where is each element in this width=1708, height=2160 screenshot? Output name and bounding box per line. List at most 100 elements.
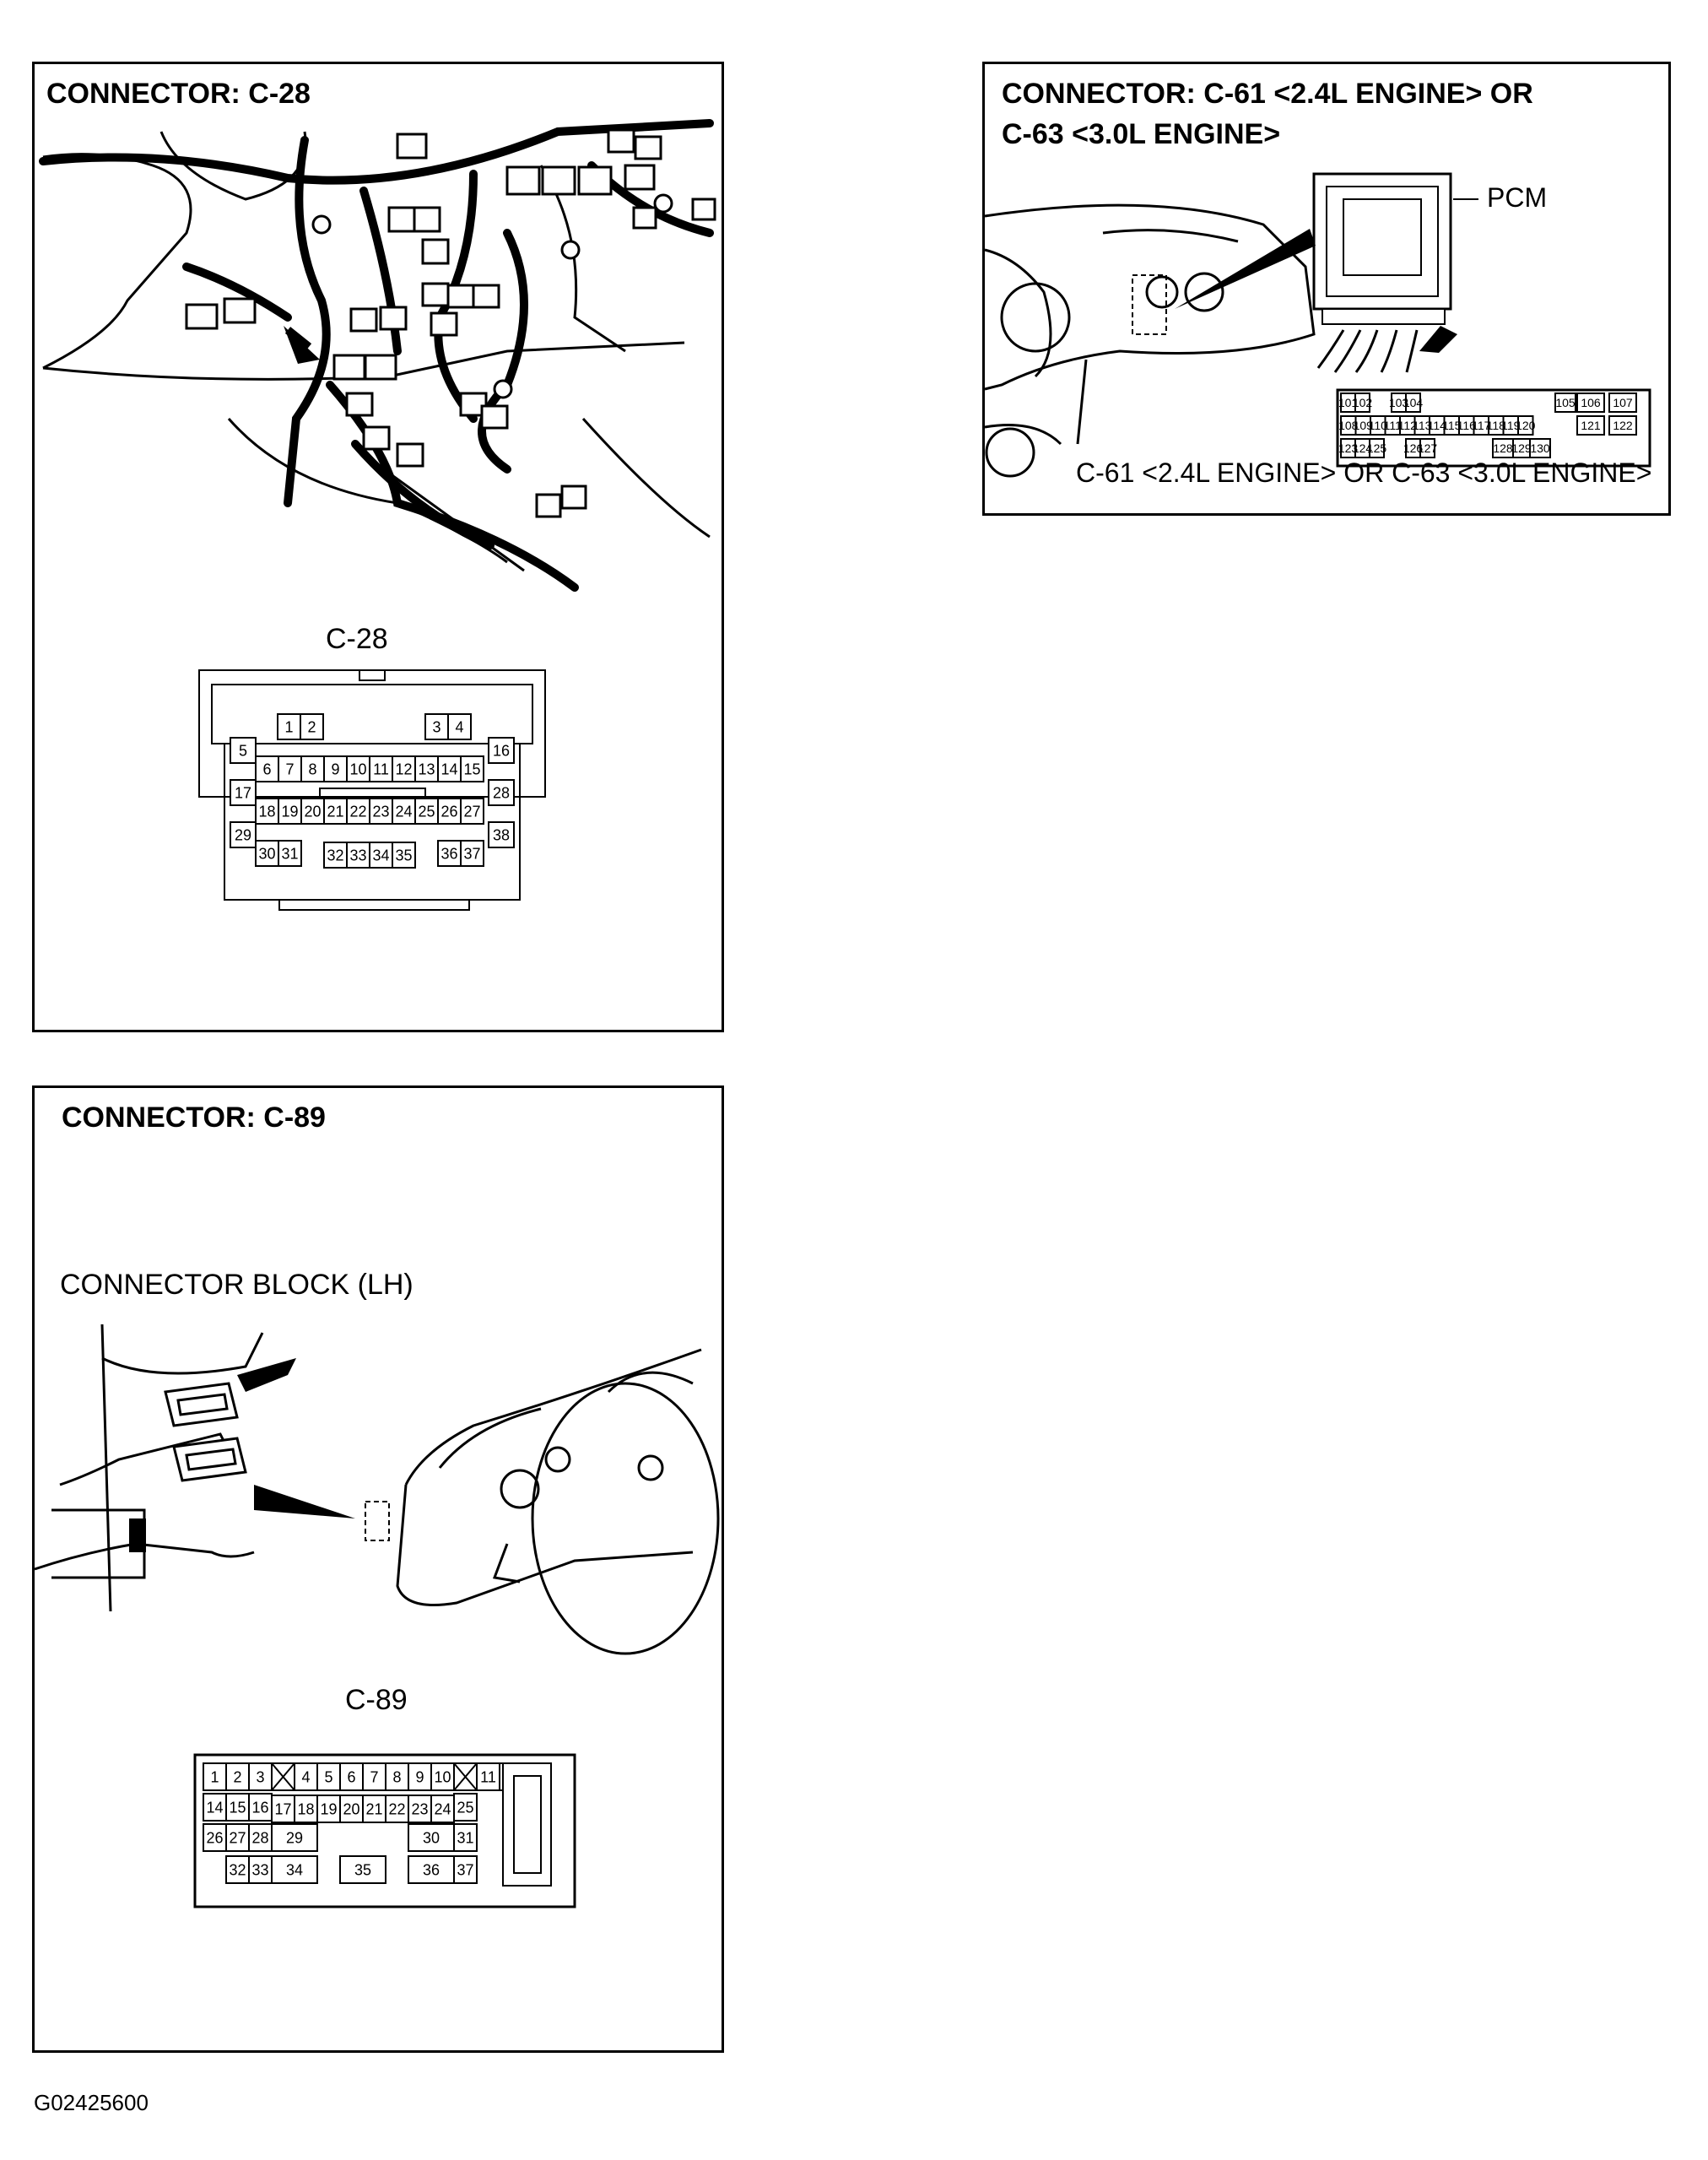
pin-cell — [203, 1793, 227, 1822]
pin-label: 35 — [354, 1861, 371, 1878]
pin-cell — [369, 842, 393, 869]
pin-label: 128 — [1493, 441, 1513, 455]
c61-title-line2: C-63 <3.0L ENGINE> — [1002, 118, 1281, 150]
c89-face-label: C-89 — [345, 1684, 408, 1716]
pin-label: 29 — [235, 826, 251, 843]
pin-cell — [460, 755, 484, 782]
pin-label: 27 — [229, 1829, 246, 1846]
pin-label: 19 — [281, 803, 298, 820]
pin-label: 115 — [1442, 419, 1462, 432]
pin-label: 20 — [343, 1800, 359, 1817]
pin-cell — [346, 798, 370, 825]
pin-cell — [300, 713, 324, 740]
pin-cell — [392, 798, 416, 825]
pin-cell — [1529, 438, 1551, 458]
pin-cell — [1369, 438, 1385, 458]
pin-label: 34 — [372, 847, 389, 863]
pin-label: 13 — [418, 761, 435, 777]
pin-label: 31 — [281, 845, 298, 862]
pin-label: 22 — [349, 803, 366, 820]
pin-label: 107 — [1613, 396, 1633, 409]
pin-label: 120 — [1516, 419, 1536, 432]
pin-label: 103 — [1389, 396, 1409, 409]
pin-cell — [447, 713, 472, 740]
pin-label: 112 — [1398, 419, 1418, 432]
pin-label: 119 — [1501, 419, 1521, 432]
pin-label: 33 — [251, 1861, 268, 1878]
pin-label: 106 — [1581, 396, 1601, 409]
c89-title: CONNECTOR: C-89 — [62, 1102, 326, 1134]
pin-cell — [424, 713, 449, 740]
pin-label: 101 — [1338, 396, 1359, 409]
pin-label: 2 — [233, 1768, 241, 1785]
pin-label: 121 — [1581, 419, 1601, 432]
pin-cell — [408, 1855, 455, 1884]
figure-code: G02425600 — [34, 2090, 149, 2115]
pin-cell — [488, 737, 515, 764]
pin-cell — [346, 842, 370, 869]
pin-label: 113 — [1413, 419, 1432, 432]
pin-label: 21 — [327, 803, 343, 820]
pin-label: 102 — [1353, 396, 1373, 409]
pin-label: 22 — [388, 1800, 405, 1817]
pin-label: 6 — [347, 1768, 355, 1785]
pin-label: 16 — [493, 742, 510, 759]
pin-label: 1 — [284, 718, 293, 735]
pin-cell — [392, 755, 416, 782]
pin-label: 18 — [297, 1800, 314, 1817]
pin-label: 114 — [1428, 419, 1447, 432]
empty-cavity-cross — [271, 1762, 295, 1791]
pin-label: 118 — [1487, 419, 1506, 432]
pin-label: 23 — [411, 1800, 428, 1817]
pin-label: 15 — [229, 1799, 246, 1816]
pin-cell — [369, 798, 393, 825]
pin-cell — [1419, 438, 1435, 458]
pin-label: 129 — [1511, 441, 1532, 455]
pin-label: 24 — [434, 1800, 451, 1817]
pin-cell — [476, 1762, 500, 1791]
c28-face-label: C-28 — [326, 623, 388, 655]
pin-label: 2 — [307, 718, 316, 735]
pin-cell — [339, 1855, 386, 1884]
pin-cell — [278, 798, 302, 825]
pin-label: 30 — [258, 845, 275, 862]
pin-cell — [271, 1855, 318, 1884]
pin-label: 19 — [320, 1800, 337, 1817]
pin-cell — [453, 1855, 478, 1884]
c89-block-label: CONNECTOR BLOCK (LH) — [60, 1269, 413, 1301]
pin-label: 29 — [286, 1829, 303, 1846]
pin-label: 11 — [480, 1768, 496, 1785]
pin-cell — [230, 737, 257, 764]
pin-label: 24 — [395, 803, 412, 820]
pin-cell — [1517, 415, 1534, 436]
pin-label: 34 — [286, 1861, 303, 1878]
pin-label: 14 — [441, 761, 457, 777]
c28-title: CONNECTOR: C-28 — [46, 78, 311, 110]
pin-label: 28 — [251, 1829, 268, 1846]
pin-label: 36 — [441, 845, 457, 862]
pin-label: 130 — [1530, 441, 1550, 455]
pin-label: 105 — [1555, 396, 1576, 409]
pin-label: 33 — [349, 847, 366, 863]
pin-cell — [248, 1762, 273, 1791]
pin-label: 4 — [301, 1768, 310, 1785]
pin-label: 122 — [1613, 419, 1633, 432]
pin-label: 37 — [463, 845, 480, 862]
pin-cell — [385, 1795, 409, 1823]
pin-cell — [323, 842, 348, 869]
pin-label: 20 — [304, 803, 321, 820]
pin-label: 7 — [285, 761, 294, 777]
pin-cell — [453, 1793, 478, 1822]
panel-c28: CONNECTOR: C-28 — [32, 62, 724, 1032]
pin-cell — [316, 1762, 341, 1791]
pin-label: 123 — [1338, 441, 1359, 455]
pin-label: 111 — [1384, 419, 1402, 432]
pin-label: 9 — [331, 761, 339, 777]
pin-label: 125 — [1367, 441, 1387, 455]
pin-label: 9 — [415, 1768, 424, 1785]
pin-cell — [392, 842, 416, 869]
pin-cell — [437, 840, 462, 867]
pin-label: 25 — [418, 803, 435, 820]
c61-title-line1: CONNECTOR: C-61 <2.4L ENGINE> OR — [1002, 78, 1533, 110]
